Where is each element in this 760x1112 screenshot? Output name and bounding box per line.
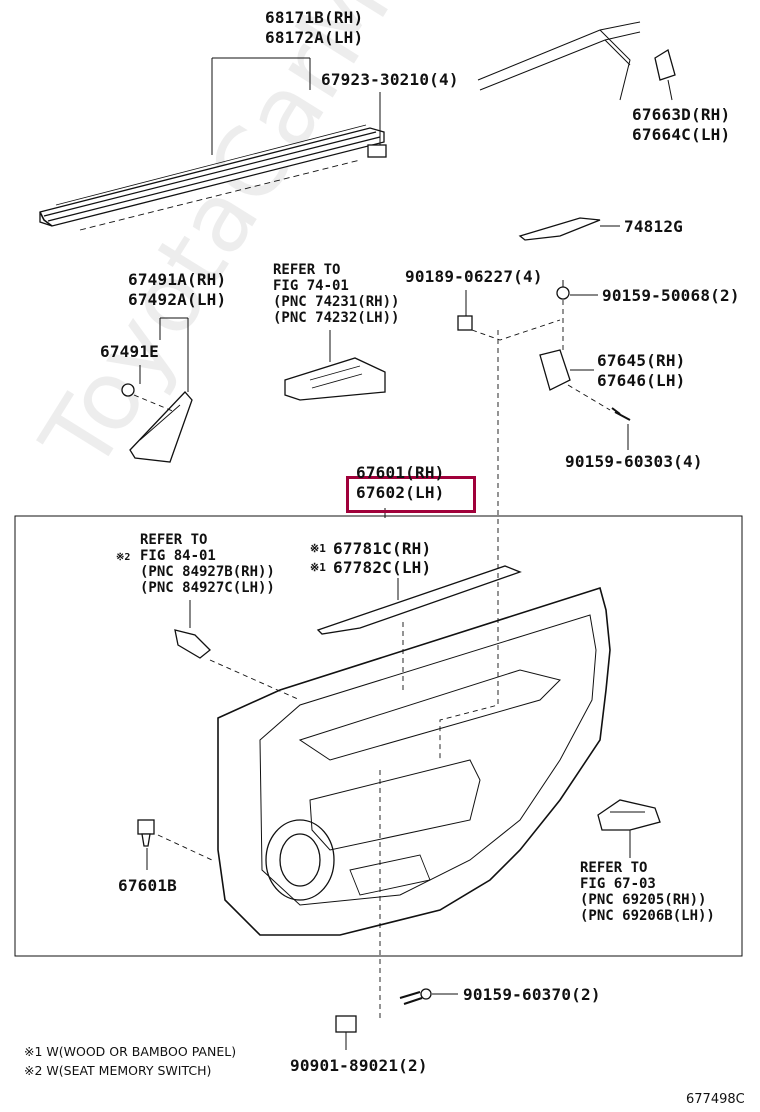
glass-run-part (477, 21, 641, 101)
memory-switch-part (174, 629, 211, 659)
label-67491e[interactable]: 67491E (100, 342, 159, 361)
figure-code: 677498C (686, 1092, 745, 1107)
refer-fig-74-01[interactable]: REFER TO FIG 74-01 (PNC 74231(RH)) (PNC … (273, 262, 399, 326)
label-67601[interactable]: 67601(RH) (356, 463, 445, 482)
refer-line: FIG 67-03 (580, 876, 656, 892)
label-67781c[interactable]: 67781C(RH) (333, 539, 432, 558)
screw-90159-60303-part (611, 407, 631, 421)
screw-90159-60370-part (399, 991, 423, 1005)
mark-67782c: ※1 (310, 561, 326, 574)
refer-line: (PNC 74231(RH)) (273, 294, 400, 310)
door-trim-panel-part (217, 586, 611, 936)
bolt-90159-50068-part (556, 286, 570, 300)
refer-fig-67-03[interactable]: REFER TO FIG 67-03 (PNC 69205(RH)) (PNC … (580, 860, 715, 924)
clip-67923-part (367, 144, 387, 158)
label-67601b[interactable]: 67601B (118, 876, 177, 895)
label-67923[interactable]: 67923-30210(4) (321, 70, 459, 89)
label-67782c[interactable]: 67782C(LH) (333, 558, 432, 577)
label-67492a[interactable]: 67492A(LH) (128, 290, 227, 309)
window-switch-part (284, 357, 386, 401)
label-90189[interactable]: 90189-06227(4) (405, 267, 543, 286)
mark-fig-84: ※2 (116, 552, 131, 563)
refer-line: FIG 84-01 (140, 548, 216, 564)
belt-moulding-part (39, 124, 385, 227)
refer-fig-84-01[interactable]: REFER TO FIG 84-01 (PNC 84927B(RH)) (PNC… (140, 532, 275, 596)
cover-67491a-part (129, 391, 193, 463)
refer-line: FIG 74-01 (273, 278, 349, 294)
refer-line: REFER TO (273, 262, 341, 278)
label-67491a[interactable]: 67491A(RH) (128, 270, 227, 289)
label-67602[interactable]: 67602(LH) (356, 483, 445, 502)
refer-line: REFER TO (140, 532, 208, 548)
label-90159-60303[interactable]: 90159-60303(4) (565, 452, 703, 471)
bracket-67645-part (539, 349, 571, 391)
ornament-67781c-part (316, 565, 522, 635)
label-74812g[interactable]: 74812G (624, 217, 683, 236)
clip-90901-part (335, 1015, 357, 1033)
label-90159-50068[interactable]: 90159-50068(2) (602, 286, 740, 305)
label-67663d[interactable]: 67663D(RH) (632, 105, 731, 124)
legend-note-2: ※2 W(SEAT MEMORY SWITCH) (24, 1063, 212, 1078)
refer-line: REFER TO (580, 860, 648, 876)
door-panel-group-frame (14, 515, 743, 957)
refer-line: (PNC 69206B(LH)) (580, 908, 715, 924)
label-67645[interactable]: 67645(RH) (597, 351, 686, 370)
refer-line: (PNC 69205(RH)) (580, 892, 707, 908)
label-90159-60370[interactable]: 90159-60370(2) (463, 985, 601, 1004)
label-67646[interactable]: 67646(LH) (597, 371, 686, 390)
trim-74812g-part (518, 217, 601, 241)
clip-90189-part (457, 315, 473, 331)
mark-67781c: ※1 (310, 542, 326, 555)
label-68171b[interactable]: 68171B(RH) (265, 8, 364, 27)
clip-67601b-part (137, 819, 155, 847)
refer-line: (PNC 84927C(LH)) (140, 580, 275, 596)
label-68172a[interactable]: 68172A(LH) (265, 28, 364, 47)
clip-67491e-part (121, 383, 135, 397)
refer-line: (PNC 84927B(RH)) (140, 564, 275, 580)
selected-part-highlight[interactable] (346, 476, 476, 513)
label-90901[interactable]: 90901-89021(2) (290, 1056, 428, 1075)
inside-handle-part (597, 799, 661, 831)
refer-line: (PNC 74232(LH)) (273, 310, 400, 326)
legend-note-1: ※1 W(WOOD OR BAMBOO PANEL) (24, 1044, 237, 1059)
clip-67663d-part (654, 48, 676, 81)
label-67664c[interactable]: 67664C(LH) (632, 125, 731, 144)
